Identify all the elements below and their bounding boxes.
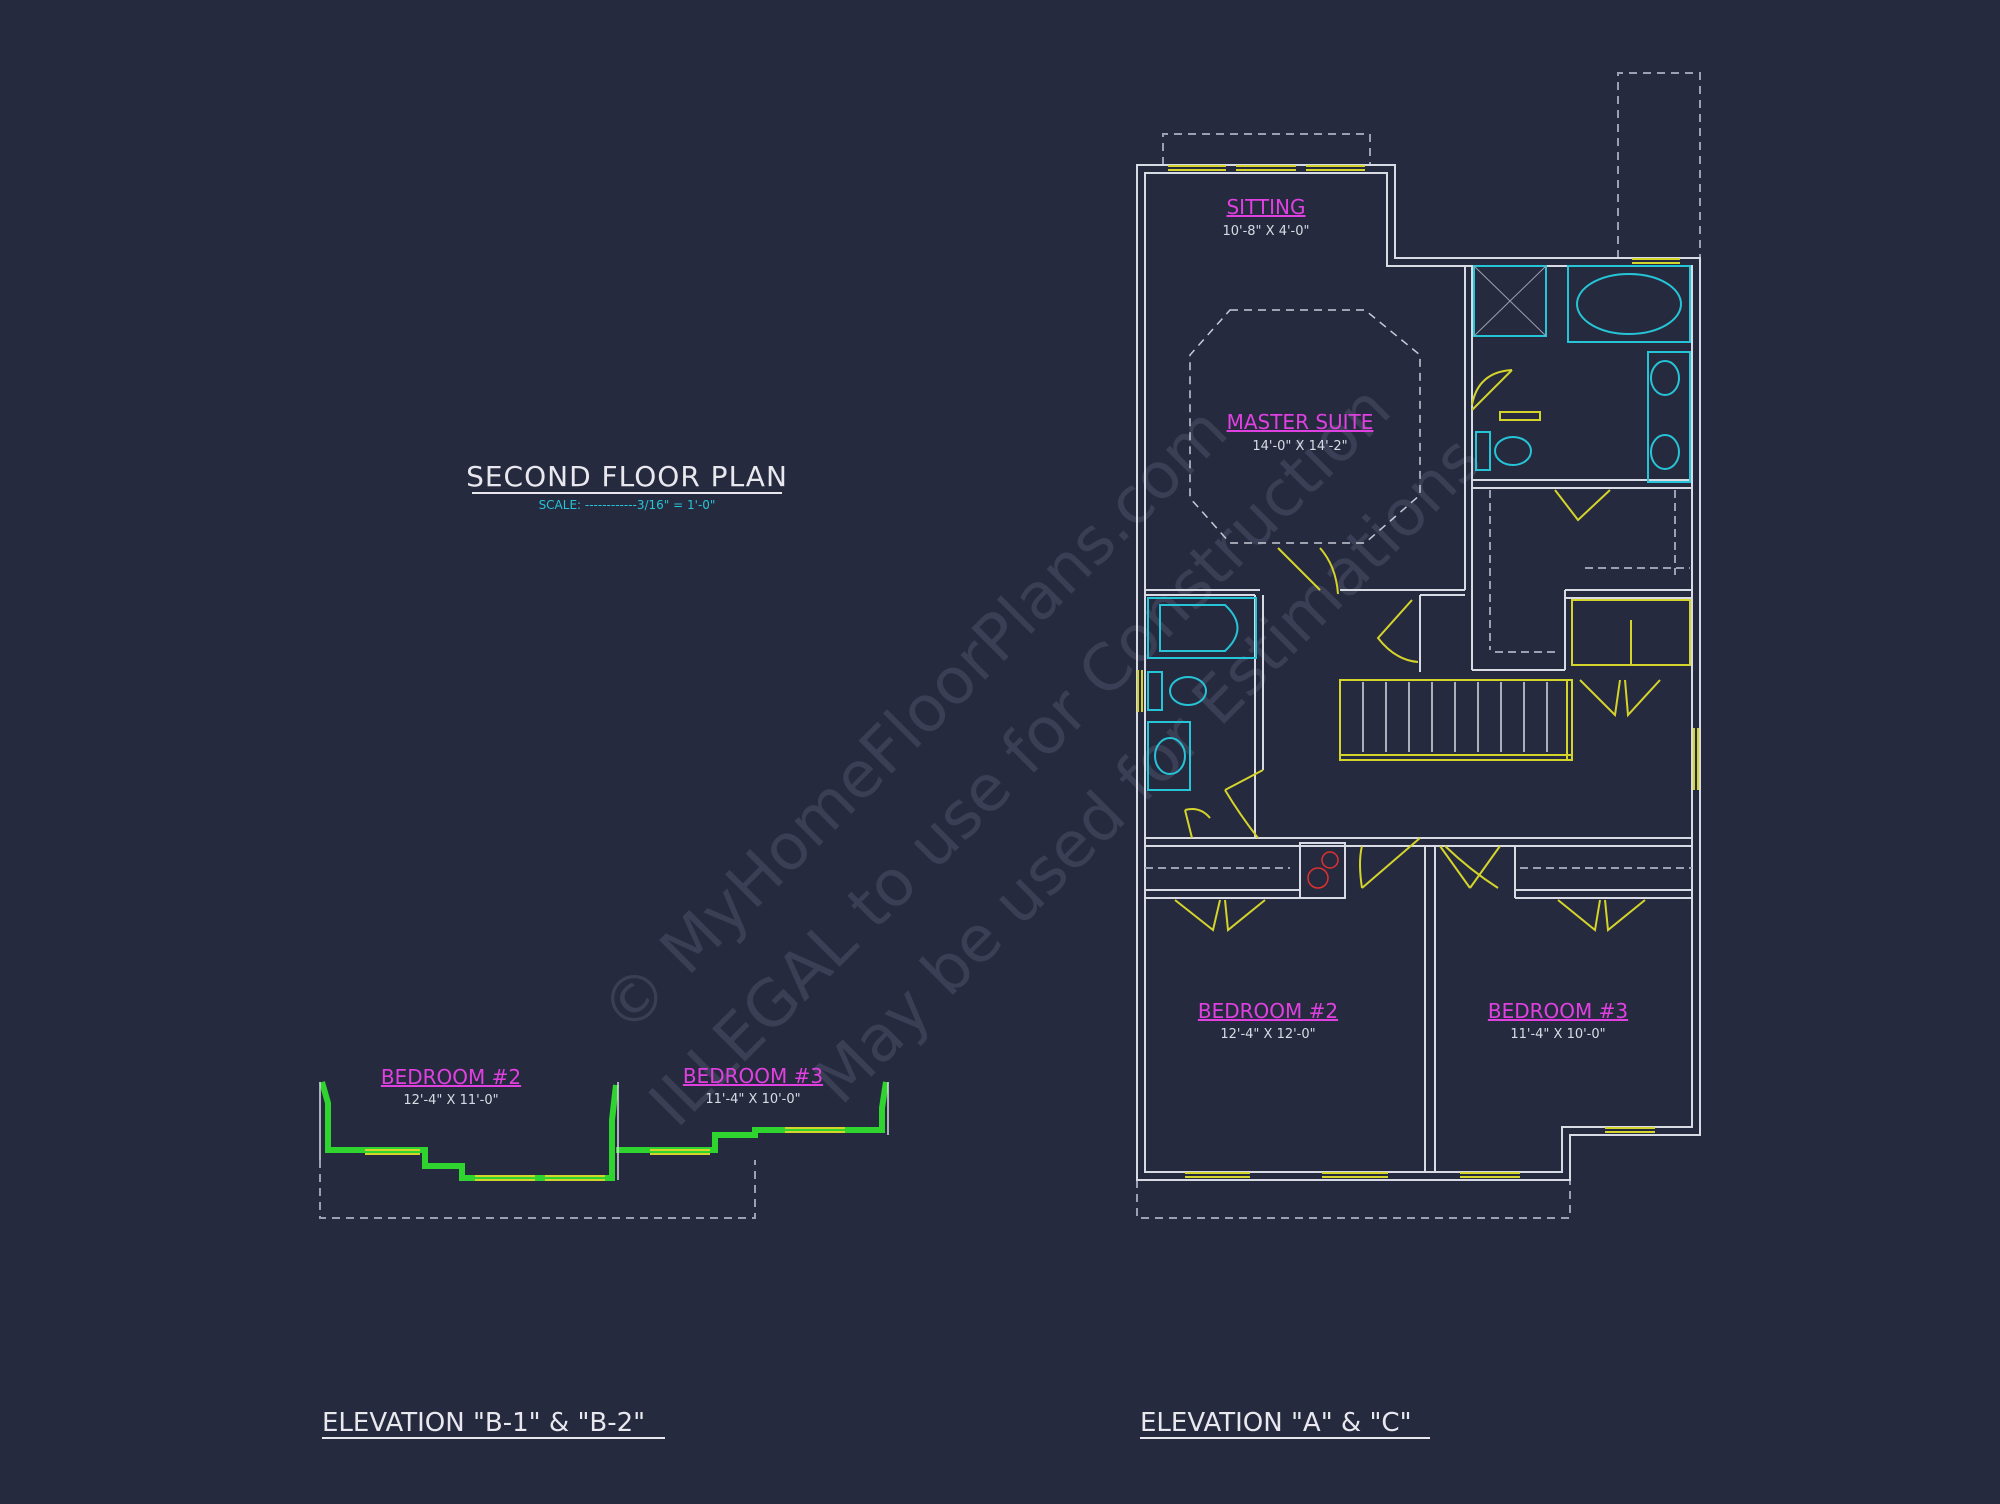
window-bedroom3 <box>1460 1127 1655 1178</box>
vanity-master <box>1647 351 1691 483</box>
window-hall-bath <box>1137 670 1143 712</box>
main-floor-plan <box>1136 72 1701 1219</box>
mech-chase <box>1299 842 1346 899</box>
room-name-bedroom2: BEDROOM #2 <box>1198 999 1338 1023</box>
toilet-bowl-hall <box>1169 676 1207 706</box>
room-dims-master-suite: 14'-0" X 14'-2" <box>1252 439 1347 454</box>
tub-hall <box>1147 597 1257 659</box>
tub-hall-basin <box>1159 604 1239 652</box>
sink-hall <box>1154 737 1186 775</box>
alt-wall-outline <box>319 1082 889 1180</box>
fixtures <box>1147 265 1691 791</box>
shower-seat <box>1499 411 1541 421</box>
closet-rods <box>1145 490 1692 869</box>
vanity-hall <box>1147 721 1191 791</box>
room-name-sitting: SITTING <box>1226 195 1305 219</box>
exterior-wall-inner <box>1144 172 1693 1173</box>
room-dims-bedroom2: 12'-4" X 12'-0" <box>1220 1027 1315 1042</box>
room-dims-bedroom3: 11'-4" X 10'-0" <box>1510 1027 1605 1042</box>
stair-treads <box>1362 682 1548 752</box>
mechanical-symbol <box>1307 851 1339 889</box>
caption-elevation-a: ELEVATION "A" & "C" <box>1140 1408 1412 1438</box>
plan-title-block: SECOND FLOOR PLAN SCALE: ------------3/1… <box>466 460 788 512</box>
alt-room-name-bedroom3: BEDROOM #3 <box>683 1064 823 1088</box>
stair-outline <box>1339 679 1573 761</box>
door-closet-b2 <box>1174 899 1266 932</box>
door-hall-bath <box>1224 769 1264 839</box>
tub-master-basin <box>1576 273 1682 335</box>
toilet-tank-hall <box>1147 671 1163 711</box>
shower <box>1473 265 1547 337</box>
dashed-bay-top <box>1162 133 1371 165</box>
door-bedroom2 <box>1359 837 1421 889</box>
sink-master-2 <box>1650 434 1680 470</box>
dashed-porch-bottom <box>1136 1180 1571 1219</box>
room-name-bedroom3: BEDROOM #3 <box>1488 999 1628 1023</box>
window-master-bath <box>1632 258 1680 264</box>
tray-ceiling-outline <box>1189 309 1421 544</box>
alt-room-dims-bedroom3: 11'-4" X 10'-0" <box>705 1092 800 1107</box>
door-wic <box>1554 489 1611 522</box>
door-master-bath <box>1471 369 1513 411</box>
alt-windows <box>365 1127 845 1181</box>
elevation-captions: ELEVATION "B-1" & "B-2" ELEVATION "A" & … <box>322 1408 1430 1439</box>
plan-scale: SCALE: ------------3/16" = 1'-0" <box>539 498 716 512</box>
room-labels-alt: BEDROOM #2 12'-4" X 11'-0" BEDROOM #3 11… <box>381 1064 823 1108</box>
alt-wall-left <box>319 1081 619 1181</box>
toilet-tank-master <box>1475 431 1491 471</box>
exterior-wall-outer <box>1136 164 1701 1181</box>
alt-room-name-bedroom2: BEDROOM #2 <box>381 1065 521 1089</box>
door-linen <box>1376 599 1419 663</box>
doors <box>1174 369 1661 932</box>
window-stair <box>1693 728 1699 790</box>
room-dims-sitting: 10'-8" X 4'-0" <box>1222 224 1309 239</box>
door-master <box>1277 547 1339 595</box>
shower-cross <box>1473 265 1547 337</box>
dashed-chimney <box>1617 72 1701 258</box>
alt-wall-right <box>616 1081 889 1153</box>
room-labels-main: SITTING 10'-8" X 4'-0" MASTER SUITE 14'-… <box>1198 195 1628 1042</box>
alt-room-dims-bedroom2: 12'-4" X 11'-0" <box>403 1093 498 1108</box>
windows <box>1137 165 1699 1178</box>
tub-master <box>1567 265 1691 343</box>
staircase <box>1339 679 1573 761</box>
door-closet-b3 <box>1557 899 1646 932</box>
alt-elevation-plan <box>319 1081 889 1219</box>
window-bedroom2 <box>1185 1172 1388 1178</box>
room-name-master-suite: MASTER SUITE <box>1227 410 1374 434</box>
sink-master-1 <box>1650 360 1680 396</box>
toilet-bowl-master <box>1494 436 1532 466</box>
window-sitting <box>1168 165 1365 171</box>
door-bedroom3 <box>1439 845 1501 889</box>
door-small-closet <box>1184 808 1211 839</box>
alt-dashed-porch <box>319 1160 756 1219</box>
plan-title: SECOND FLOOR PLAN <box>466 460 788 493</box>
caption-elevation-b: ELEVATION "B-1" & "B-2" <box>322 1408 645 1438</box>
door-closet-linen <box>1579 679 1661 718</box>
